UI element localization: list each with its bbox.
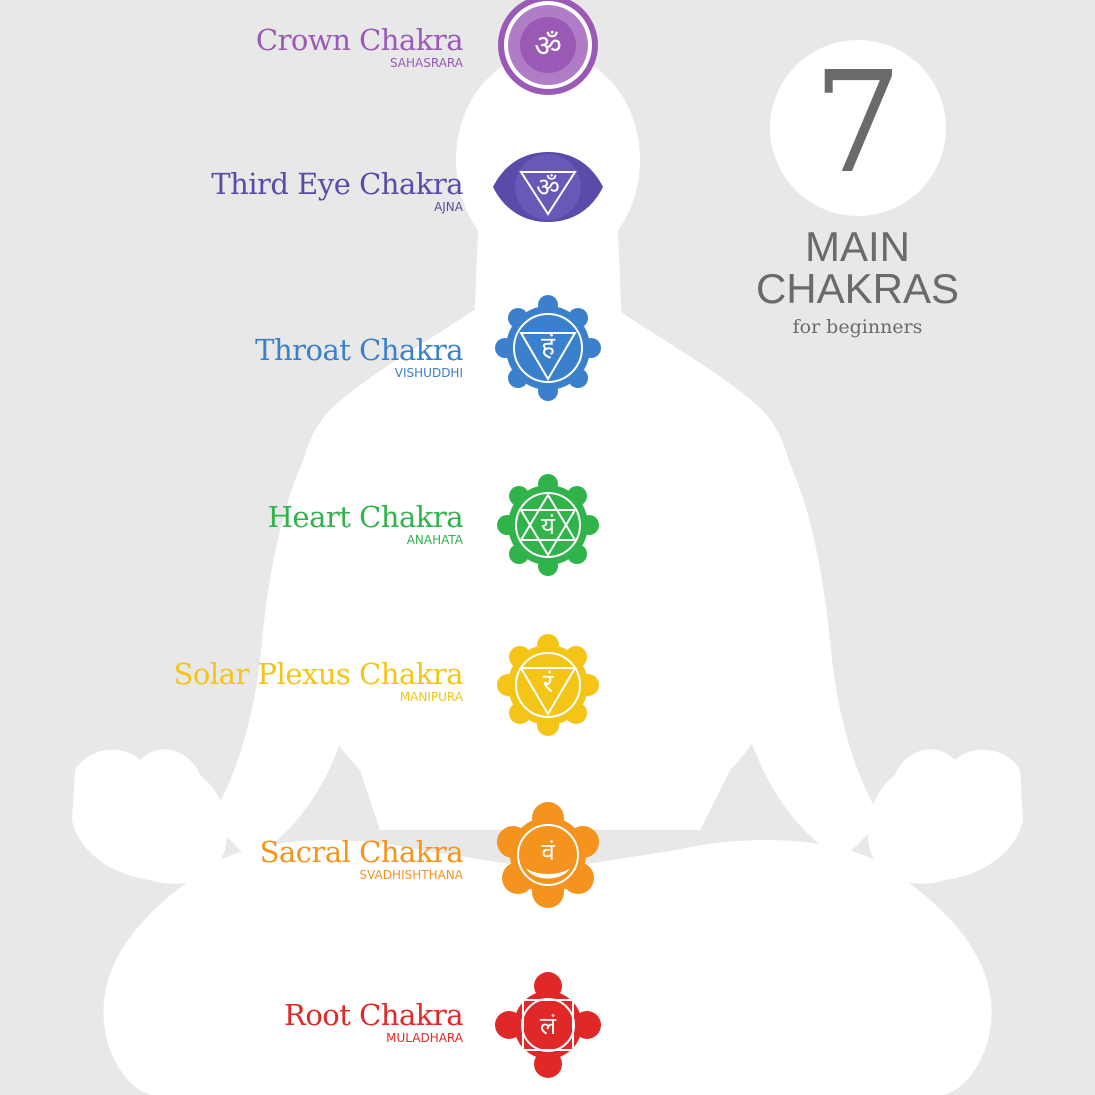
- chakra-sanskrit-name: SAHASRARA: [389, 56, 463, 70]
- chakra-name: Crown Chakra: [255, 23, 464, 57]
- chakra-name: Root Chakra: [283, 998, 464, 1032]
- chakra-label-heart: Heart Chakra ANAHATA: [267, 500, 464, 547]
- chakra-label-solar-plexus: Solar Plexus Chakra MANIPURA: [173, 657, 464, 704]
- throat-glyph: हं: [541, 332, 556, 362]
- chakra-sanskrit-name: MANIPURA: [399, 690, 463, 704]
- solar-plexus-chakra-symbol-icon: रं: [493, 630, 603, 740]
- chakra-name: Solar Plexus Chakra: [173, 657, 464, 691]
- heart-glyph: यं: [541, 512, 556, 540]
- chakra-label-sacral: Sacral Chakra SVADHISHTHANA: [259, 835, 464, 882]
- crown-chakra-symbol-icon: ॐ: [493, 0, 603, 100]
- number-circle: 7: [769, 40, 946, 216]
- sacral-glyph: वं: [541, 838, 555, 866]
- root-chakra-symbol-icon: लं: [493, 970, 603, 1080]
- chakra-name: Sacral Chakra: [259, 835, 464, 869]
- chakra-name: Heart Chakra: [267, 500, 464, 534]
- throat-chakra-symbol-icon: हं: [493, 293, 603, 403]
- title-subtitle: for beginners: [792, 316, 923, 338]
- sacral-chakra-symbol-icon: वं: [493, 800, 603, 910]
- heart-chakra-symbol-icon: यं: [493, 470, 603, 580]
- crown-glyph: ॐ: [534, 29, 561, 64]
- chakra-label-throat: Throat Chakra VISHUDDHI: [255, 334, 463, 380]
- title-main: MAIN: [805, 223, 910, 270]
- title-chakras: CHAKRAS: [755, 265, 960, 312]
- chakra-sanskrit-name: AJNA: [434, 200, 463, 214]
- chakra-sanskrit-name: SVADHISHTHANA: [359, 868, 463, 882]
- chakra-label-root: Root Chakra MULADHARA: [283, 998, 464, 1045]
- chakra-sanskrit-name: MULADHARA: [386, 1031, 463, 1045]
- chakra-label-crown: Crown Chakra SAHASRARA: [255, 23, 464, 70]
- chakra-sanskrit-name: ANAHATA: [406, 533, 463, 547]
- chakra-label-third-eye: Third Eye Chakra AJNA: [211, 168, 463, 214]
- solar-plexus-glyph: रं: [543, 669, 555, 699]
- root-glyph: लं: [540, 1012, 557, 1040]
- chakra-sanskrit-name: VISHUDDHI: [394, 366, 463, 380]
- title-block: 7 MAIN CHAKRAS for beginners: [755, 40, 960, 340]
- chakra-name: Throat Chakra: [255, 333, 463, 367]
- chakra-count: 7: [812, 42, 903, 205]
- third-eye-chakra-symbol-icon: ॐ: [493, 132, 603, 242]
- third-eye-glyph: ॐ: [536, 173, 560, 203]
- chakra-name: Third Eye Chakra: [211, 167, 463, 201]
